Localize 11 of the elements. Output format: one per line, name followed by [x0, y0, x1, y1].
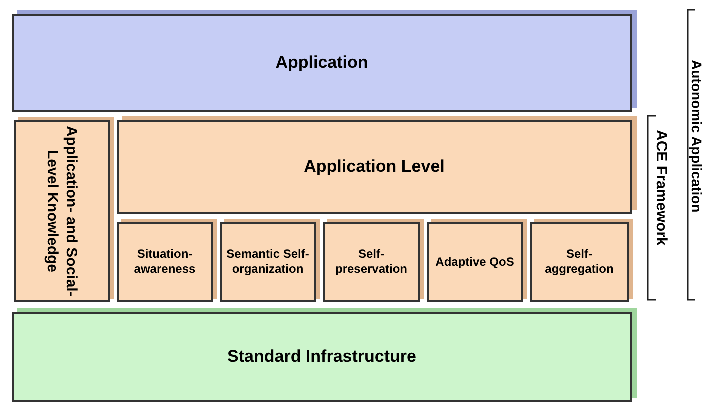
layer-label: Application Level — [304, 156, 445, 178]
layer-label: Semantic Self- organization — [226, 247, 310, 277]
layer-label: Application — [276, 52, 368, 74]
layer-label: Standard Infrastructure — [228, 346, 416, 368]
layer-label: Self- aggregation — [544, 247, 615, 277]
layer-label: Situation- awareness — [133, 247, 197, 277]
layer-label: Adaptive QoS — [436, 254, 514, 270]
layer-label: Self- preservation — [334, 247, 409, 277]
layer-label: Application- and Social-Level Knowledge — [43, 124, 81, 298]
bracket-label: Autonomic Application — [689, 60, 705, 213]
bracket-label: ACE Framework — [652, 130, 670, 246]
